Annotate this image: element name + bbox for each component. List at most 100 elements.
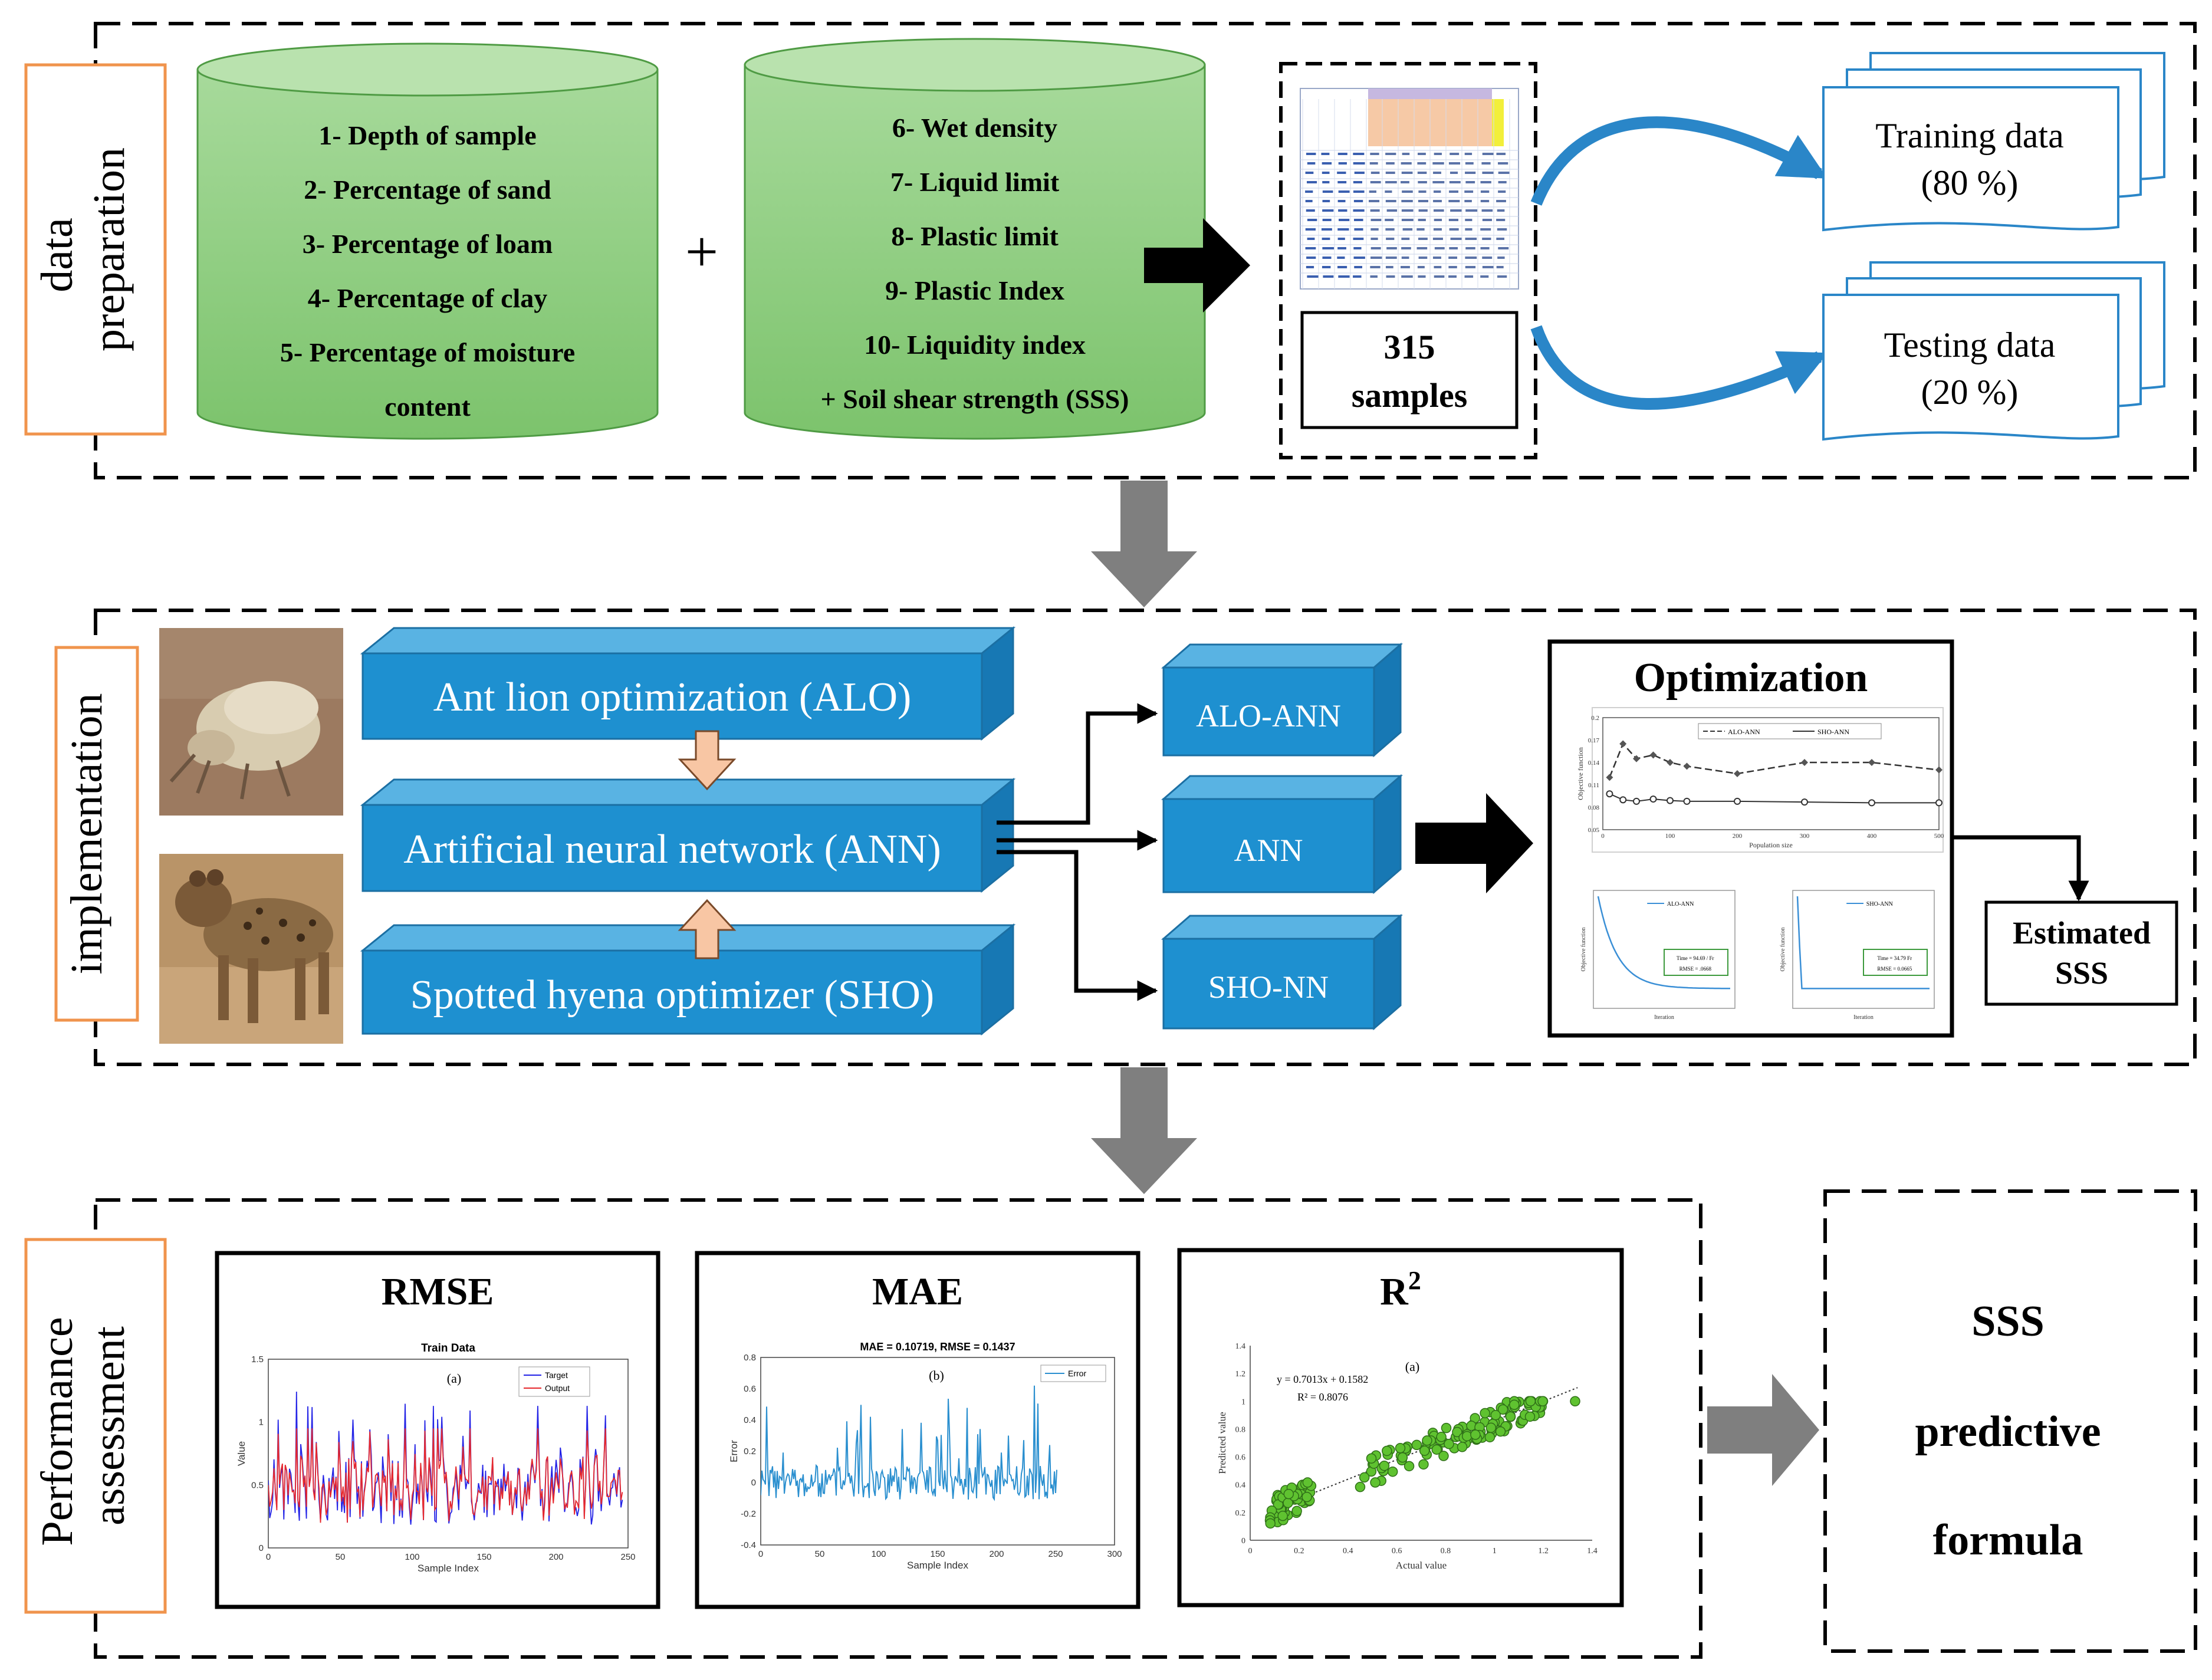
table-cell — [1498, 181, 1507, 183]
table-cell — [1354, 266, 1363, 268]
opt-point-sho — [1868, 799, 1875, 807]
conv-result-box — [1664, 949, 1728, 976]
table-cell — [1337, 266, 1347, 268]
mae-ytick: 0.2 — [744, 1446, 756, 1457]
input-variable-2: 2- Percentage of sand — [304, 175, 551, 205]
model-connectors — [997, 703, 1158, 1001]
r2-point — [1359, 1472, 1370, 1483]
r2-ytick: 0.8 — [1235, 1425, 1246, 1434]
table-cell — [1401, 257, 1409, 259]
table-cell — [1337, 228, 1349, 231]
table-cell — [1498, 162, 1508, 165]
table-cell — [1465, 266, 1476, 268]
opt-ytick: 0.05 — [1588, 827, 1600, 834]
table-cell — [1449, 181, 1461, 183]
opt-point-sho — [1935, 799, 1943, 807]
table-cell — [1337, 181, 1347, 183]
conv-xlabel: Iteration — [1853, 1014, 1874, 1021]
conv-curve — [1796, 896, 1930, 989]
table-cell — [1496, 219, 1506, 221]
r2-point — [1457, 1442, 1468, 1452]
table-cell — [1464, 200, 1472, 202]
table-cell — [1386, 238, 1395, 240]
table-cell — [1353, 238, 1364, 240]
r2-point — [1452, 1426, 1462, 1438]
table-cell — [1496, 238, 1505, 240]
mae-ytick: 0.6 — [744, 1384, 756, 1394]
opt-legend-alo: ALO-ANN — [1728, 728, 1760, 736]
rmse-xtick: 150 — [476, 1552, 491, 1562]
table-cell — [1497, 257, 1505, 259]
input-variable-9: 9- Plastic Index — [885, 275, 1064, 305]
table-cell — [1354, 219, 1363, 221]
table-cell — [1496, 266, 1504, 268]
table-cell — [1386, 247, 1397, 249]
table-cell — [1481, 209, 1493, 212]
r2-point — [1265, 1518, 1276, 1529]
table-cell — [1370, 172, 1380, 174]
sho-box: Spotted hyena optimizer (SHO) — [360, 923, 1016, 1036]
rmse-xtick: 50 — [336, 1552, 346, 1562]
table-cell — [1480, 275, 1489, 278]
sho-label: Spotted hyena optimizer (SHO) — [410, 972, 934, 1018]
sample-unit: samples — [1352, 376, 1468, 415]
rmse-ytick: 1 — [259, 1418, 264, 1428]
r2-point — [1436, 1432, 1447, 1442]
table-cell — [1448, 200, 1460, 202]
rmse-plot-area — [268, 1359, 629, 1549]
r2-ytick: 0.2 — [1235, 1509, 1246, 1518]
r2-point — [1277, 1510, 1288, 1521]
table-cell — [1432, 181, 1445, 183]
mae-tag: (b) — [929, 1368, 944, 1383]
table-cell — [1482, 219, 1492, 221]
rmse-xtick: 250 — [620, 1552, 635, 1562]
r2-ytick: 0.4 — [1235, 1481, 1246, 1490]
input-variable-11: + Soil shear strength (SSS) — [821, 384, 1129, 414]
testing-percent: (20 %) — [1921, 373, 2019, 412]
table-cell — [1385, 181, 1397, 183]
table-cell — [1353, 200, 1363, 202]
table-cell — [1305, 228, 1316, 231]
mae-chart: MAE = 0.10719, RMSE = 0.14370.80.60.40.2… — [728, 1341, 1122, 1571]
optimization-title: Optimization — [1634, 655, 1868, 701]
r2-point — [1505, 1411, 1516, 1422]
r2-tag: (a) — [1405, 1359, 1419, 1374]
conv-legend: ALO-ANN — [1667, 901, 1694, 908]
r2-point — [1411, 1439, 1422, 1451]
r2-point — [1438, 1451, 1449, 1461]
model-alo-ann: ALO-ANN — [1161, 642, 1404, 758]
result-line-1: SSS — [1971, 1297, 2044, 1346]
table-cell — [1385, 266, 1393, 268]
table-cell — [1402, 228, 1413, 231]
opt-point-alo — [1606, 774, 1613, 781]
table-cell — [1482, 266, 1494, 268]
table-cell — [1481, 162, 1491, 165]
conv-legend: SHO-ANN — [1866, 901, 1893, 908]
table-cell — [1401, 200, 1413, 202]
table-cell — [1354, 228, 1363, 231]
r2-point — [1470, 1429, 1481, 1440]
table-cell — [1322, 190, 1333, 193]
opt-ytick: 0.08 — [1588, 804, 1600, 811]
input-variable-7: 7- Liquid limit — [890, 167, 1060, 197]
mae-xlabel: Sample Index — [907, 1560, 968, 1571]
r2-point — [1419, 1445, 1430, 1456]
table-cell — [1418, 209, 1428, 212]
table-cell — [1448, 257, 1458, 259]
table-cell — [1353, 181, 1363, 183]
table-cell — [1482, 153, 1494, 155]
r2-point — [1461, 1431, 1473, 1442]
mae-ytick: 0.4 — [744, 1415, 756, 1425]
r2-point — [1495, 1426, 1506, 1437]
table-cell — [1338, 162, 1347, 165]
table-cell — [1418, 275, 1426, 278]
table-cell — [1322, 257, 1332, 259]
table-cell — [1433, 190, 1441, 193]
table-cell — [1307, 219, 1317, 221]
conv-xlabel: Iteration — [1654, 1014, 1674, 1021]
